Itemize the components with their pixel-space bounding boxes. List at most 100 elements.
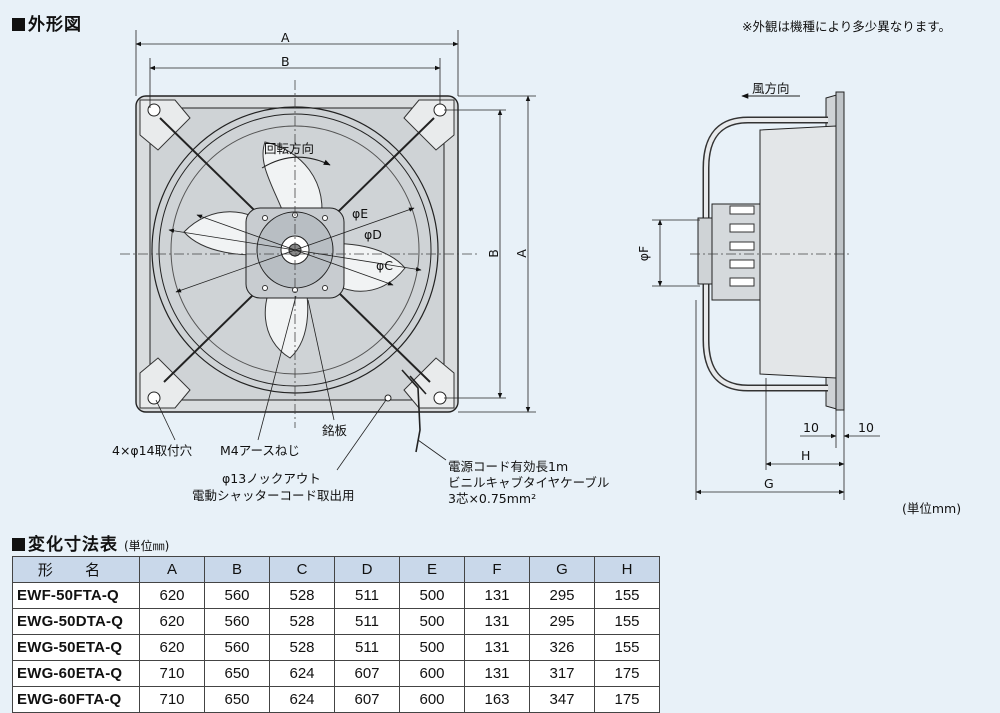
- table-cell: 560: [204, 582, 270, 609]
- table-cell: 528: [269, 608, 335, 635]
- header-C: C: [269, 556, 335, 583]
- mount-hole-bl: [147, 391, 161, 405]
- table-cell: 528: [269, 634, 335, 661]
- appearance-note: ※外観は機種により多少異なります。: [742, 19, 951, 34]
- dim-label-A-vertical: A: [513, 249, 529, 258]
- knockout-label-line2: 電動シャッターコード取出用: [192, 488, 355, 503]
- fan-outline-drawing: [120, 30, 880, 500]
- table-cell: 560: [204, 634, 270, 661]
- header-H: H: [594, 556, 660, 583]
- table-row: EWG-50ETA-Q 620 560 528 511 500 131 326 …: [12, 634, 660, 661]
- ground-screw-label: M4アースねじ: [220, 443, 300, 458]
- table-cell: 511: [334, 582, 400, 609]
- table-cell: 295: [529, 582, 595, 609]
- table-cell: 600: [399, 660, 465, 687]
- table-cell: 131: [464, 660, 530, 687]
- side-housing: [759, 125, 837, 379]
- header-E: E: [399, 556, 465, 583]
- header-F: F: [464, 556, 530, 583]
- header-G: G: [529, 556, 595, 583]
- table-cell: 620: [139, 608, 205, 635]
- table-row: EWG-60FTA-Q 710 650 624 607 600 163 347 …: [12, 686, 660, 713]
- model-cell: EWG-50DTA-Q: [12, 608, 140, 635]
- table-cell: 650: [204, 660, 270, 687]
- phi-E-label: φE: [352, 206, 369, 221]
- table-cell: 607: [334, 686, 400, 713]
- spec-table-unit: (単位㎜): [124, 539, 170, 553]
- table-cell: 710: [139, 686, 205, 713]
- table-cell: 511: [334, 634, 400, 661]
- cord-label-line3: 3芯×0.75mm²: [448, 491, 537, 506]
- dim-G-label: G: [764, 476, 774, 491]
- dim-label-B-vertical: B: [485, 249, 501, 258]
- table-cell: 528: [269, 582, 335, 609]
- table-cell: 600: [399, 686, 465, 713]
- nameplate-mark: [384, 394, 392, 402]
- side-frame-edge: [835, 91, 845, 411]
- table-cell: 155: [594, 582, 660, 609]
- table-cell: 175: [594, 686, 660, 713]
- nameplate-label: 銘板: [322, 423, 348, 438]
- mount-holes-label: 4×φ14取付穴: [112, 443, 193, 458]
- table-cell: 347: [529, 686, 595, 713]
- side-view: [652, 91, 880, 500]
- table-header-row: 形 名 A B C D E F G H: [12, 556, 660, 583]
- table-cell: 607: [334, 660, 400, 687]
- dim-label-B: B: [281, 54, 290, 69]
- model-cell: EWG-50ETA-Q: [12, 634, 140, 661]
- table-cell: 326: [529, 634, 595, 661]
- unit-label: (単位mm): [902, 501, 962, 516]
- table-cell: 500: [399, 608, 465, 635]
- table-cell: 624: [269, 686, 335, 713]
- table-cell: 295: [529, 608, 595, 635]
- side-motor-cap: [697, 217, 713, 285]
- phi-F-label: φF: [636, 245, 652, 262]
- table-cell: 650: [204, 686, 270, 713]
- header-D: D: [334, 556, 400, 583]
- phi-C-label: φC: [376, 258, 393, 273]
- dim-10-left-label: 10: [803, 420, 819, 435]
- table-cell: 175: [594, 660, 660, 687]
- header-A: A: [139, 556, 205, 583]
- table-cell: 155: [594, 608, 660, 635]
- table-cell: 620: [139, 634, 205, 661]
- power-cord: [401, 369, 421, 453]
- table-cell: 511: [334, 608, 400, 635]
- model-cell: EWF-50FTA-Q: [12, 582, 140, 609]
- knockout-label-line1: φ13ノックアウト: [222, 471, 321, 486]
- model-cell: EWG-60FTA-Q: [12, 686, 140, 713]
- model-cell: EWG-60ETA-Q: [12, 660, 140, 687]
- table-cell: 620: [139, 582, 205, 609]
- table-row: EWG-50DTA-Q 620 560 528 511 500 131 295 …: [12, 608, 660, 635]
- table-row: EWG-60ETA-Q 710 650 624 607 600 131 317 …: [12, 660, 660, 687]
- table-cell: 163: [464, 686, 530, 713]
- table-cell: 624: [269, 660, 335, 687]
- square-bullet-icon: [12, 538, 25, 551]
- dim-H-label: H: [801, 448, 811, 463]
- table-cell: 710: [139, 660, 205, 687]
- outline-drawing-title: 外形図: [12, 10, 82, 35]
- dim-label-A: A: [281, 30, 290, 45]
- table-cell: 500: [399, 634, 465, 661]
- dimension-table: 形 名 A B C D E F G H EWF-50FTA-Q 620 560 …: [12, 556, 660, 713]
- mount-hole-tl: [147, 103, 161, 117]
- front-view: [120, 30, 536, 471]
- table-cell: 500: [399, 582, 465, 609]
- header-B: B: [204, 556, 270, 583]
- table-cell: 560: [204, 608, 270, 635]
- header-model: 形 名: [12, 556, 140, 583]
- wind-direction-label: 風方向: [752, 81, 790, 96]
- phi-D-label: φD: [364, 227, 382, 242]
- table-cell: 131: [464, 582, 530, 609]
- spec-table-title: 変化寸法表(単位㎜): [12, 530, 169, 555]
- table-cell: 131: [464, 608, 530, 635]
- table-row: EWF-50FTA-Q 620 560 528 511 500 131 295 …: [12, 582, 660, 609]
- cord-label-line2: ビニルキャブタイヤケーブル: [448, 475, 610, 490]
- dim-10-right-label: 10: [858, 420, 874, 435]
- rotation-direction-label: 回転方向: [264, 141, 315, 156]
- table-cell: 155: [594, 634, 660, 661]
- table-cell: 131: [464, 634, 530, 661]
- table-cell: 317: [529, 660, 595, 687]
- cord-label-line1: 電源コード有効長1m: [448, 459, 569, 474]
- square-bullet-icon: [12, 18, 25, 31]
